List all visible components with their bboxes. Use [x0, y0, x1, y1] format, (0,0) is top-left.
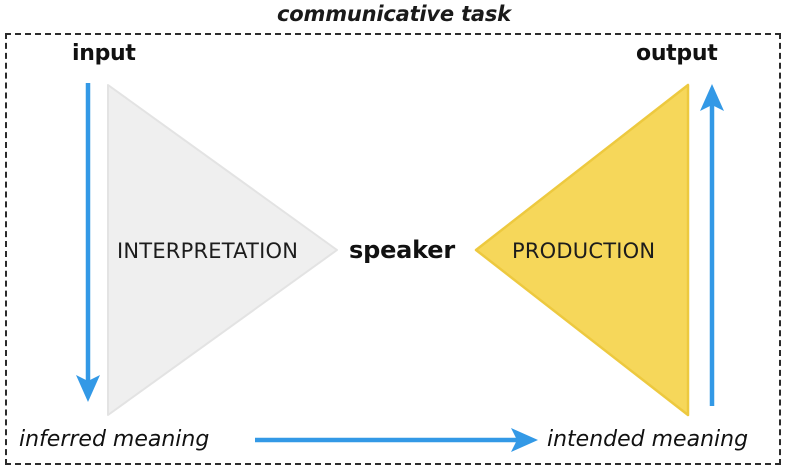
- interpretation-label: INTERPRETATION: [117, 239, 299, 263]
- intended-meaning-label: intended meaning: [547, 427, 749, 452]
- meaning-arrow: [255, 428, 538, 452]
- input-label: input: [72, 41, 136, 66]
- speaker-label: speaker: [349, 236, 455, 264]
- page-title: communicative task: [277, 2, 511, 26]
- communicative-task-frame: [5, 33, 781, 465]
- production-label: PRODUCTION: [512, 239, 656, 263]
- input-arrow: [76, 83, 100, 402]
- inferred-meaning-label: inferred meaning: [19, 427, 210, 452]
- interpretation-triangle: [107, 84, 338, 416]
- production-triangle: [474, 83, 690, 417]
- output-label: output: [636, 41, 718, 66]
- output-arrow: [700, 84, 724, 406]
